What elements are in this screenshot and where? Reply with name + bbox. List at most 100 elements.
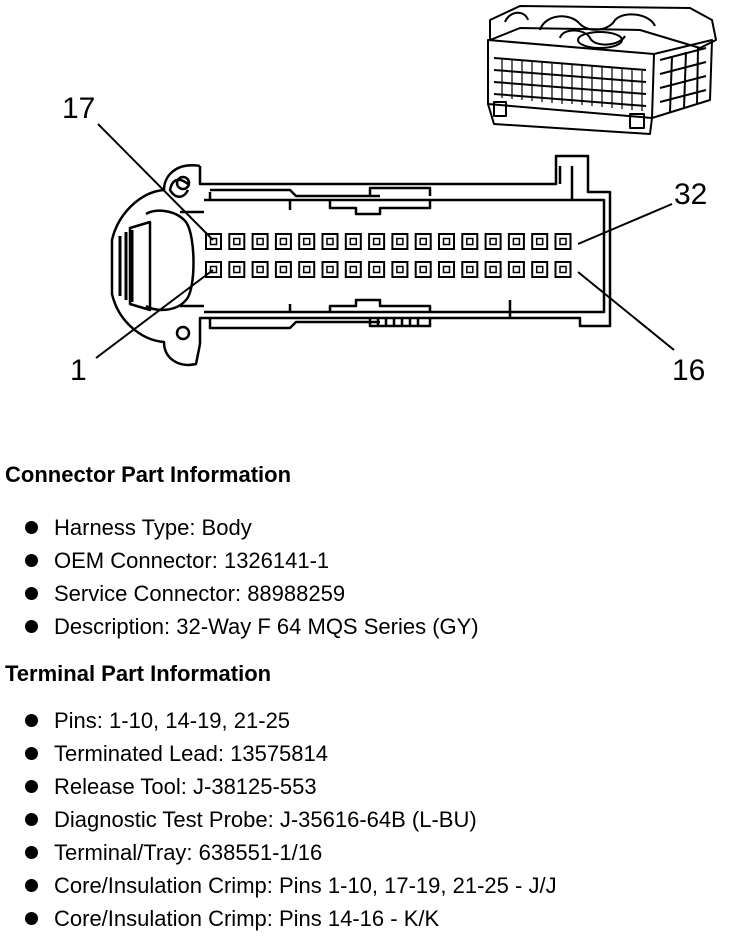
pin-cavity [344, 261, 362, 278]
pin-terminal [302, 265, 311, 274]
pin-label-17: 17 [62, 92, 95, 125]
pin-cavity [321, 233, 339, 250]
pin-terminal [559, 265, 567, 274]
pin-terminal [326, 237, 334, 246]
bullet-icon [25, 879, 38, 892]
pin-terminal [349, 265, 358, 274]
pin-cavity [484, 261, 502, 278]
leader-lines [95, 123, 675, 359]
connector-face [110, 154, 612, 367]
pin-terminal [209, 265, 218, 274]
pin-cavity [554, 261, 572, 278]
pin-terminal [372, 237, 381, 246]
pin-terminal [233, 237, 241, 246]
pin-terminal [466, 237, 474, 246]
pin-terminal [535, 265, 544, 274]
pin-terminal [489, 237, 497, 246]
pin-terminal [326, 265, 334, 274]
list-item-text: Service Connector: 88988259 [54, 581, 346, 606]
list-item: Diagnostic Test Probe: J-35616-64B (L-BU… [5, 803, 733, 836]
pin-terminal [302, 237, 311, 246]
list-item-text: Terminal/Tray: 638551-1/16 [54, 840, 323, 865]
list-item-text: Core/Insulation Crimp: Pins 14-16 - K/K [54, 906, 440, 931]
pin-terminal [209, 237, 218, 246]
bullet-icon [25, 747, 38, 760]
list-item: Terminated Lead: 13575814 [5, 737, 733, 770]
connector-part-info-list: Harness Type: Body OEM Connector: 132614… [5, 511, 733, 643]
pin-cavity [321, 261, 339, 278]
part-information: Connector Part Information Harness Type:… [5, 458, 733, 935]
pin-terminal [256, 265, 264, 274]
pin-cavity [274, 233, 292, 250]
pin-label-1: 1 [70, 354, 87, 387]
list-item-text: Release Tool: J-38125-553 [54, 774, 317, 799]
list-item: Pins: 1-10, 14-19, 21-25 [5, 704, 733, 737]
pin-terminal [419, 265, 427, 274]
terminal-part-info-list: Pins: 1-10, 14-19, 21-25 Terminated Lead… [5, 704, 733, 935]
pin-cavity [344, 233, 362, 250]
pin-cavity [507, 261, 525, 278]
pin-terminal [419, 237, 427, 246]
list-item-text: Terminated Lead: 13575814 [54, 741, 328, 766]
list-item: Description: 32-Way F 64 MQS Series (GY) [5, 610, 733, 643]
pin-cavity [251, 261, 269, 278]
pin-terminal [349, 237, 358, 246]
pin-cavity [391, 233, 409, 250]
pin-terminal [489, 265, 497, 274]
pin-cavity [484, 233, 502, 250]
bullet-icon [25, 912, 38, 925]
list-item-text: Diagnostic Test Probe: J-35616-64B (L-BU… [54, 807, 477, 832]
bullet-icon [25, 554, 38, 567]
pin-cavity [298, 261, 316, 278]
pin-cavity [414, 261, 432, 278]
pin-cavity [554, 233, 572, 250]
pin-terminal [396, 237, 404, 246]
pin-cavity [461, 233, 479, 250]
pin-cavity [228, 261, 246, 278]
pin-terminal [279, 265, 288, 274]
list-item-text: Pins: 1-10, 14-19, 21-25 [54, 708, 291, 733]
pin-cavity [274, 261, 292, 278]
pin-terminal [442, 265, 451, 274]
list-item: Service Connector: 88988259 [5, 577, 733, 610]
pin-label-32: 32 [674, 178, 707, 211]
bullet-icon [25, 620, 38, 633]
pin-terminal [466, 265, 474, 274]
pin-terminal [512, 237, 521, 246]
pin-cavity [438, 261, 455, 278]
list-item-text: OEM Connector: 1326141-1 [54, 548, 330, 573]
pin-cavity-grid [205, 233, 572, 278]
connector-3d-illustration [487, 5, 717, 135]
list-item: Core/Insulation Crimp: Pins 1-10, 17-19,… [5, 869, 733, 902]
pin-cavity [298, 233, 316, 250]
pin-terminal [372, 265, 381, 274]
bullet-icon [25, 587, 38, 600]
pin-cavity [461, 261, 479, 278]
list-item: Harness Type: Body [5, 511, 733, 544]
pin-terminal [535, 237, 544, 246]
pin-terminal [559, 237, 567, 246]
pin-terminal [256, 237, 264, 246]
pin-cavity [251, 233, 269, 250]
list-item: Core/Insulation Crimp: Pins 14-16 - K/K [5, 902, 733, 935]
list-item-text: Harness Type: Body [54, 515, 252, 540]
pin-cavity [414, 233, 432, 250]
pin-cavity [531, 233, 549, 250]
pin-label-16: 16 [672, 354, 705, 387]
terminal-part-info-title: Terminal Part Information [5, 661, 272, 686]
connector-diagram: 17 1 32 16 [62, 5, 717, 387]
pin-terminal [442, 237, 451, 246]
bullet-icon [25, 714, 38, 727]
bullet-icon [25, 846, 38, 859]
bullet-icon [25, 813, 38, 826]
connector-part-info-title: Connector Part Information [5, 462, 292, 487]
pin-terminal [233, 265, 241, 274]
list-item-text: Description: 32-Way F 64 MQS Series (GY) [54, 614, 479, 639]
list-item: Terminal/Tray: 638551-1/16 [5, 836, 733, 869]
pin-cavity [438, 233, 455, 250]
pin-cavity [531, 261, 549, 278]
pin-cavity [368, 261, 386, 278]
bullet-icon [25, 780, 38, 793]
pin-cavity [368, 233, 386, 250]
pin-terminal [279, 237, 288, 246]
